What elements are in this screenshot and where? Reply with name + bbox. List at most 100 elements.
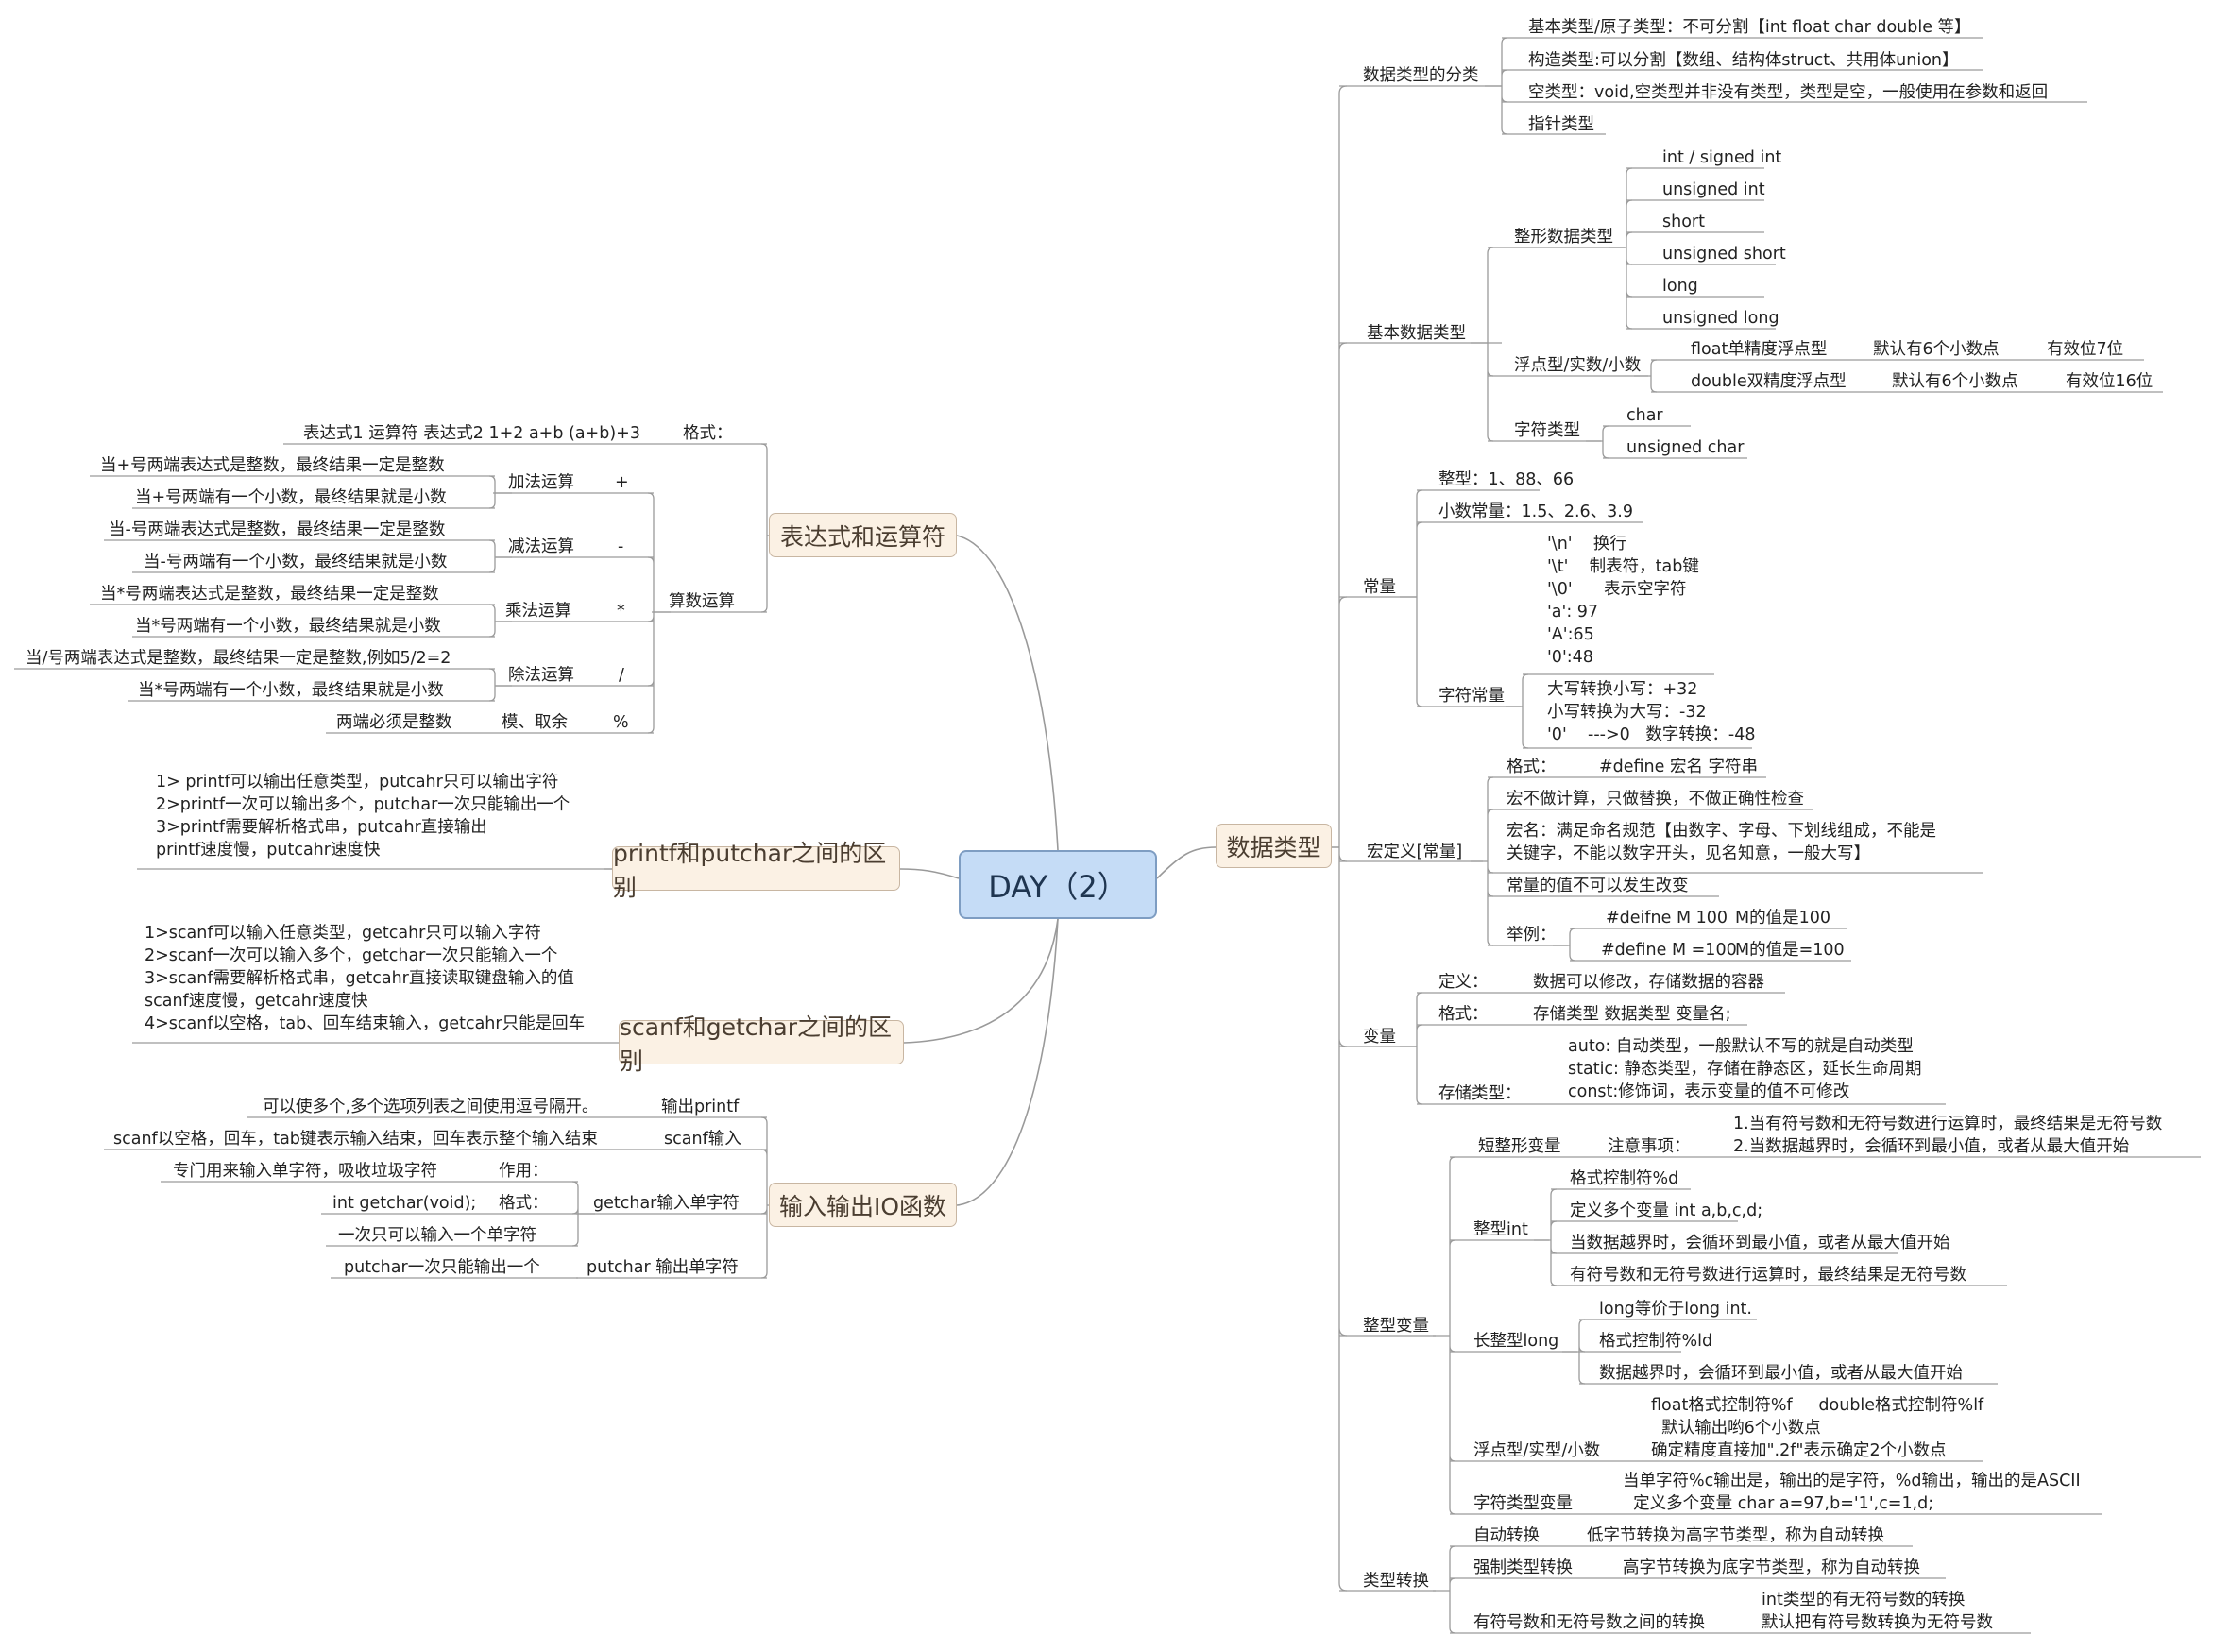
classification-item: 构造类型:可以分割【数组、结构体struct、共用体union】 bbox=[1528, 51, 1959, 70]
char-type-item: char bbox=[1626, 406, 1663, 425]
conversion-label: 类型转换 bbox=[1363, 1572, 1429, 1591]
topic-expressions-label: 表达式和运算符 bbox=[779, 522, 945, 551]
macro-example-code: #deifne M 100 bbox=[1606, 909, 1728, 928]
classification-item: 指针类型 bbox=[1528, 115, 1594, 134]
op-note: 当-号两端表达式是整数，最终结果一定是整数 bbox=[109, 520, 446, 539]
auto-conversion-label: 自动转换 bbox=[1473, 1526, 1540, 1545]
cast-value: 高字节转换为底字节类型，称为自动转换 bbox=[1623, 1558, 1920, 1577]
topic-printf-putchar[interactable]: printf和putchar之间的区别 bbox=[612, 840, 900, 901]
connector-line bbox=[1471, 776, 1494, 946]
short-note-label: 注意事项： bbox=[1608, 1137, 1691, 1156]
float-type-name: float单精度浮点型 bbox=[1691, 340, 1828, 359]
root-label: DAY（2） bbox=[988, 868, 1128, 905]
escape-characters: '\n' 换行 '\t' 制表符，tab键 '\0' 表示空字符 'a': 97… bbox=[1547, 535, 1699, 667]
integer-type-item: unsigned short bbox=[1662, 245, 1786, 264]
connector-line bbox=[488, 668, 512, 702]
connector-line bbox=[1433, 1545, 1456, 1634]
connector-line bbox=[1433, 1156, 1456, 1515]
io-getchar-label: getchar输入单字符 bbox=[593, 1194, 740, 1213]
integer-type-item: short bbox=[1662, 213, 1705, 231]
op-note: 当*号两端表达式是整数，最终结果一定是整数 bbox=[100, 585, 439, 604]
printf-putchar-notes: 1> printf可以输出任意类型，putcahr只可以输出字符 2>print… bbox=[156, 773, 570, 860]
int-variables-label: 整型变量 bbox=[1363, 1317, 1429, 1336]
io-getchar-fmt: int getchar(void); bbox=[332, 1194, 477, 1213]
connector-line bbox=[1400, 489, 1423, 707]
op-symbol: + bbox=[615, 473, 629, 492]
connector-line bbox=[956, 535, 1059, 851]
long-item: 数据越界时，会循环到最小值，或者从最大值开始 bbox=[1599, 1364, 1963, 1383]
macro-example-label: 举例： bbox=[1507, 926, 1557, 945]
integer-types-label: 整形数据类型 bbox=[1514, 228, 1613, 247]
op-note: 当*号两端有一个小数，最终结果就是小数 bbox=[138, 681, 444, 700]
classification-label: 数据类型的分类 bbox=[1363, 66, 1479, 85]
macro-format-value: #define 宏名 字符串 bbox=[1599, 758, 1759, 776]
topic-scanf-getchar-label: scanf和getchar之间的区别 bbox=[620, 1013, 892, 1075]
op-note: 当*号两端有一个小数，最终结果就是小数 bbox=[135, 617, 441, 636]
cast-label: 强制类型转换 bbox=[1473, 1558, 1573, 1577]
int-label: 整型int bbox=[1473, 1220, 1528, 1239]
connector-line bbox=[956, 918, 1059, 1206]
op-name: 模、取余 bbox=[502, 713, 568, 732]
storage-class-list: auto: 自动类型，一般默认不写的就是自动类型 static: 静态类型，存储… bbox=[1568, 1037, 1922, 1101]
connector-line bbox=[903, 918, 1059, 1044]
macro-rule: 常量的值不可以发生改变 bbox=[1507, 877, 1689, 895]
topic-io-functions[interactable]: 输入输出IO函数 bbox=[769, 1183, 957, 1227]
macro-example-note: M的值是100 bbox=[1735, 909, 1831, 928]
char-var-notes: 当单字符%c输出是，输出的是字符，%d输出，输出的是ASCII 定义多个变量 c… bbox=[1623, 1472, 2081, 1513]
expr-format-value: 表达式1 运算符 表达式2 1+2 a+b (a+b)+3 bbox=[303, 424, 640, 443]
signed-conversion-label: 有符号数和无符号数之间的转换 bbox=[1473, 1613, 1705, 1632]
integer-type-item: unsigned int bbox=[1662, 180, 1765, 199]
int-item: 定义多个变量 int a,b,c,d; bbox=[1570, 1201, 1763, 1220]
topic-data-types[interactable]: 数据类型 bbox=[1216, 824, 1332, 868]
constants-label: 常量 bbox=[1363, 578, 1396, 597]
var-fmt-label: 格式： bbox=[1438, 1005, 1489, 1024]
connector-line bbox=[1156, 846, 1217, 879]
char-type-item: unsigned char bbox=[1626, 438, 1745, 457]
topic-scanf-getchar[interactable]: scanf和getchar之间的区别 bbox=[619, 1013, 904, 1075]
connector-line bbox=[1506, 673, 1529, 749]
op-name: 减法运算 bbox=[508, 537, 574, 556]
storage-class-label: 存储类型： bbox=[1438, 1084, 1522, 1103]
topic-printf-putchar-label: printf和putchar之间的区别 bbox=[613, 839, 887, 901]
connector-line bbox=[647, 492, 671, 734]
io-printf-label: 输出printf bbox=[661, 1098, 740, 1116]
connector-line bbox=[1553, 928, 1576, 962]
char-constant-label: 字符常量 bbox=[1438, 687, 1505, 706]
connector-line bbox=[1586, 425, 1609, 459]
connector-line bbox=[1534, 1188, 1558, 1286]
macro-label: 宏定义[常量] bbox=[1367, 843, 1463, 861]
var-fmt-value: 存储类型 数据类型 变量名; bbox=[1533, 1005, 1731, 1024]
op-name: 加法运算 bbox=[508, 473, 574, 492]
op-symbol: - bbox=[618, 537, 624, 556]
integer-type-item: long bbox=[1662, 277, 1698, 296]
io-printf-note: 可以使多个,多个选项列表之间使用逗号隔开。 bbox=[263, 1098, 599, 1116]
short-label: 短整形变量 bbox=[1478, 1137, 1561, 1156]
classification-item: 空类型：void,空类型并非没有类型，类型是空，一般使用在参数和返回 bbox=[1528, 83, 2049, 102]
long-item: 格式控制符%ld bbox=[1599, 1332, 1713, 1351]
macro-example-code: #define M =100 bbox=[1601, 941, 1737, 960]
double-type-name: double双精度浮点型 bbox=[1691, 372, 1847, 391]
connector-line bbox=[1485, 37, 1508, 135]
float-type-digits: 有效位7位 bbox=[2047, 340, 2124, 359]
root-topic[interactable]: DAY（2） bbox=[959, 850, 1157, 919]
op-symbol: % bbox=[613, 713, 629, 732]
float-types-label: 浮点型/实数/小数 bbox=[1514, 356, 1642, 375]
double-type-default: 默认有6个小数点 bbox=[1892, 372, 2018, 391]
macro-rule: 宏名：满足命名规范【由数字、字母、下划线组成，不能是 关键字，不能以数字开头，见… bbox=[1507, 822, 1936, 863]
connector-line bbox=[1609, 167, 1633, 330]
op-symbol: * bbox=[617, 602, 625, 621]
arith-label: 算数运算 bbox=[669, 592, 735, 611]
op-note: 当+号两端表达式是整数，最终结果一定是整数 bbox=[100, 456, 445, 475]
connector-line bbox=[488, 604, 512, 638]
integer-type-item: int / signed int bbox=[1662, 148, 1782, 167]
topic-expressions[interactable]: 表达式和运算符 bbox=[769, 513, 957, 557]
signed-conversion-notes: int类型的有无符号数的转换 默认把有符号数转换为无符号数 bbox=[1762, 1591, 1993, 1632]
op-note: 当+号两端有一个小数，最终结果就是小数 bbox=[135, 488, 447, 507]
io-scanf-note: scanf以空格，回车，tab键表示输入结束，回车表示整个输入结束 bbox=[113, 1130, 598, 1149]
macro-example-note: M的值是=100 bbox=[1735, 941, 1845, 960]
integer-type-item: unsigned long bbox=[1662, 309, 1779, 328]
io-putchar-label: putchar 输出单字符 bbox=[587, 1258, 739, 1277]
op-symbol: / bbox=[619, 666, 624, 685]
